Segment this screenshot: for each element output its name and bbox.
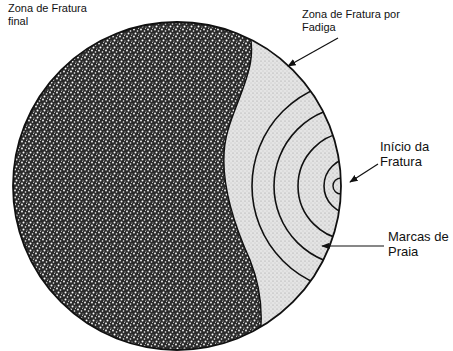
zone-label: Zona de Fratura final <box>8 2 100 27</box>
zone-label: Marcas de Praia <box>388 230 450 260</box>
zone-label: Início da Fratura <box>380 140 450 170</box>
leader-lines <box>288 38 384 246</box>
final-fracture-zone <box>0 0 261 351</box>
fracture-origin <box>333 178 341 194</box>
beach-marks <box>252 80 453 292</box>
zone-boundary <box>224 22 261 351</box>
zone-label: Zona de Fratura por Fadiga <box>302 8 402 33</box>
specimen-outline <box>13 22 341 350</box>
